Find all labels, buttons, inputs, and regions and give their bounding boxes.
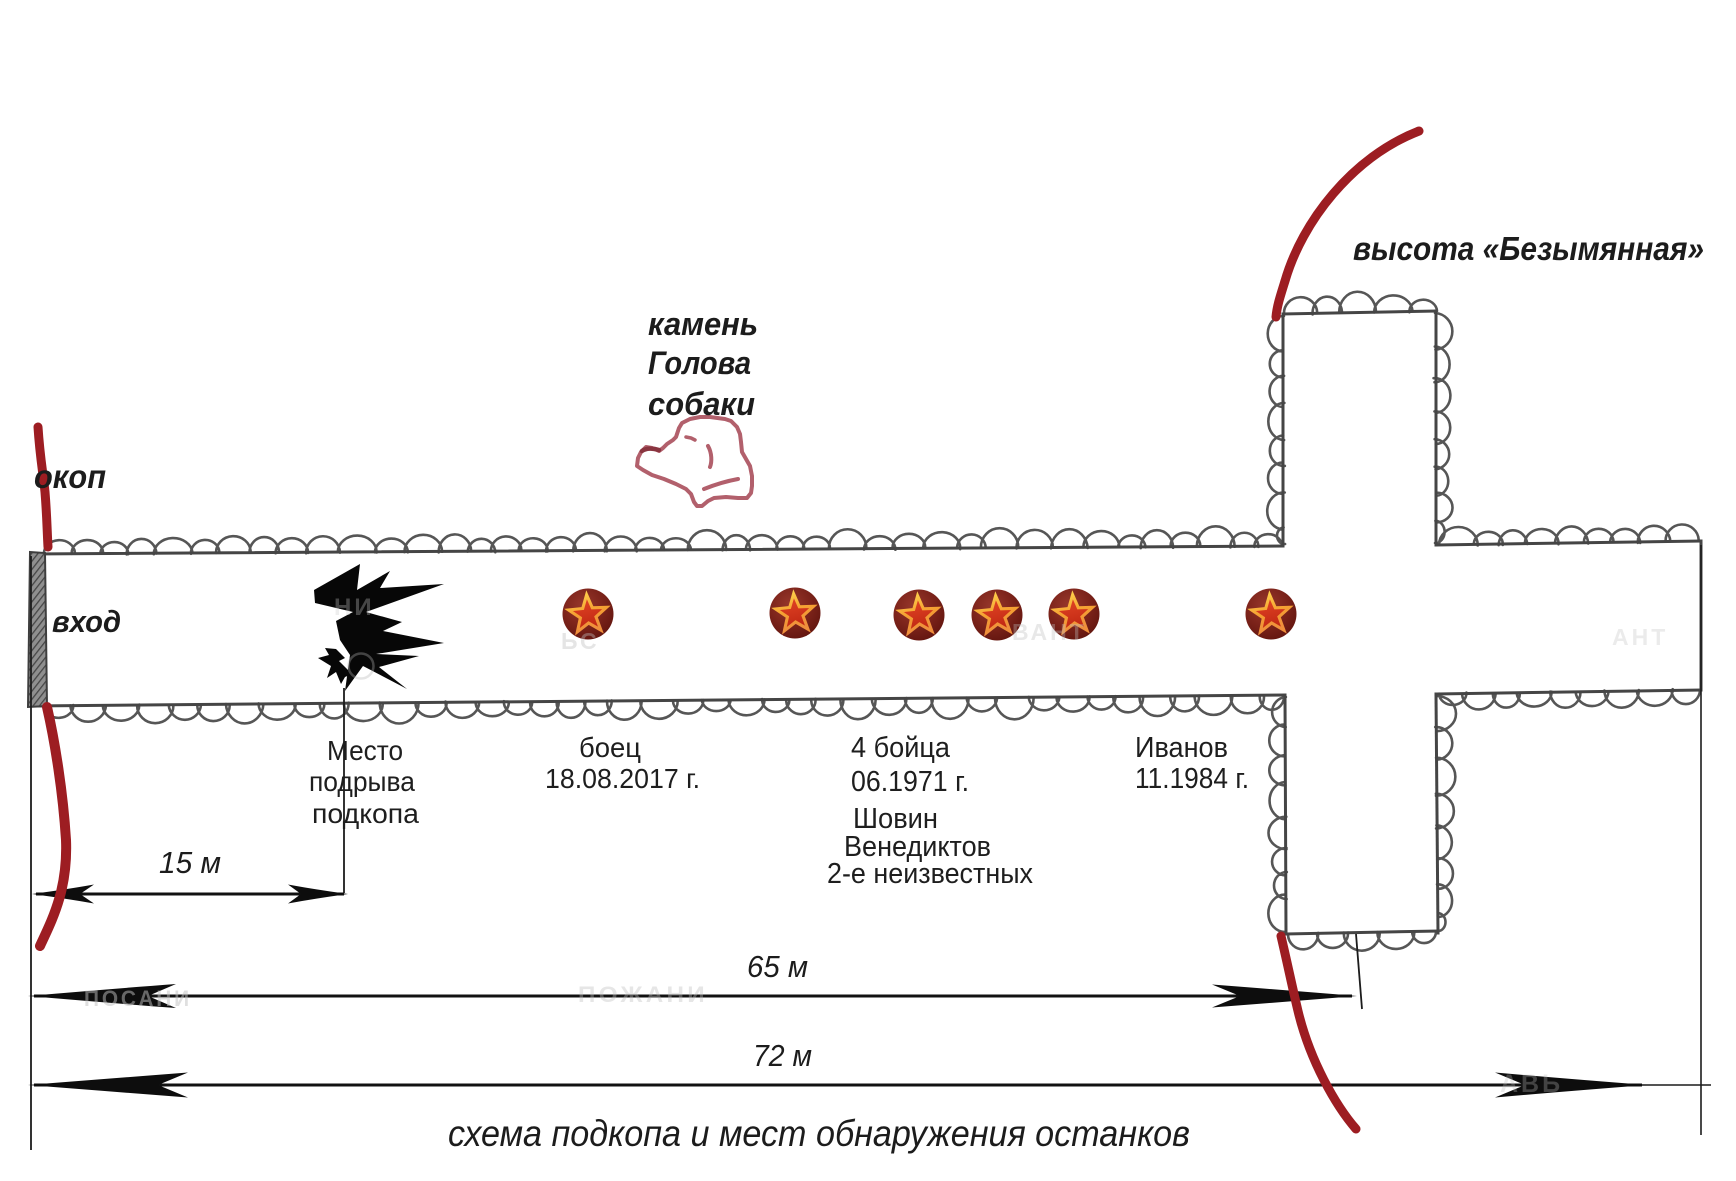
svg-text:2-е неизвестных: 2-е неизвестных bbox=[827, 858, 1033, 890]
svg-text:схема подкопа и мест обнаружен: схема подкопа и мест обнаружения останко… bbox=[448, 1113, 1190, 1154]
svg-text:72 м: 72 м bbox=[753, 1038, 812, 1073]
svg-text:подкопа: подкопа bbox=[312, 798, 419, 829]
svg-text:18.08.2017 г.: 18.08.2017 г. bbox=[545, 763, 700, 794]
svg-text:06.1971 г.: 06.1971 г. bbox=[851, 766, 969, 798]
svg-text:окоп: окоп bbox=[34, 458, 106, 495]
svg-text:подрыва: подрыва bbox=[309, 766, 415, 797]
svg-text:АНТ: АНТ bbox=[1612, 624, 1668, 650]
svg-text:высота «Безымянная»: высота «Безымянная» bbox=[1353, 230, 1704, 267]
svg-text:Иванов: Иванов bbox=[1135, 732, 1228, 764]
svg-text:ВАНТ: ВАНТ bbox=[1012, 619, 1087, 645]
svg-text:4 бойца: 4 бойца bbox=[851, 732, 951, 764]
svg-text:НИ: НИ bbox=[334, 594, 375, 621]
svg-text:15 м: 15 м bbox=[159, 845, 221, 880]
svg-text:камень: камень bbox=[648, 306, 758, 342]
svg-text:Венедиктов: Венедиктов bbox=[844, 831, 991, 863]
svg-text:ПОЖАНИ: ПОЖАНИ bbox=[578, 982, 708, 1007]
svg-text:Голова: Голова bbox=[648, 345, 751, 381]
svg-text:АВЬ: АВЬ bbox=[1500, 1070, 1563, 1098]
svg-text:ПОСАНИ: ПОСАНИ bbox=[84, 986, 192, 1011]
svg-text:вход: вход bbox=[52, 604, 121, 639]
svg-text:Шовин: Шовин bbox=[853, 803, 938, 835]
svg-text:65 м: 65 м bbox=[747, 949, 808, 984]
svg-text:Место: Место bbox=[327, 735, 403, 766]
svg-text:собаки: собаки bbox=[648, 386, 755, 422]
svg-text:11.1984 г.: 11.1984 г. bbox=[1135, 763, 1249, 795]
svg-text:ЬС: ЬС bbox=[561, 628, 600, 654]
svg-text:боец: боец bbox=[579, 732, 641, 763]
